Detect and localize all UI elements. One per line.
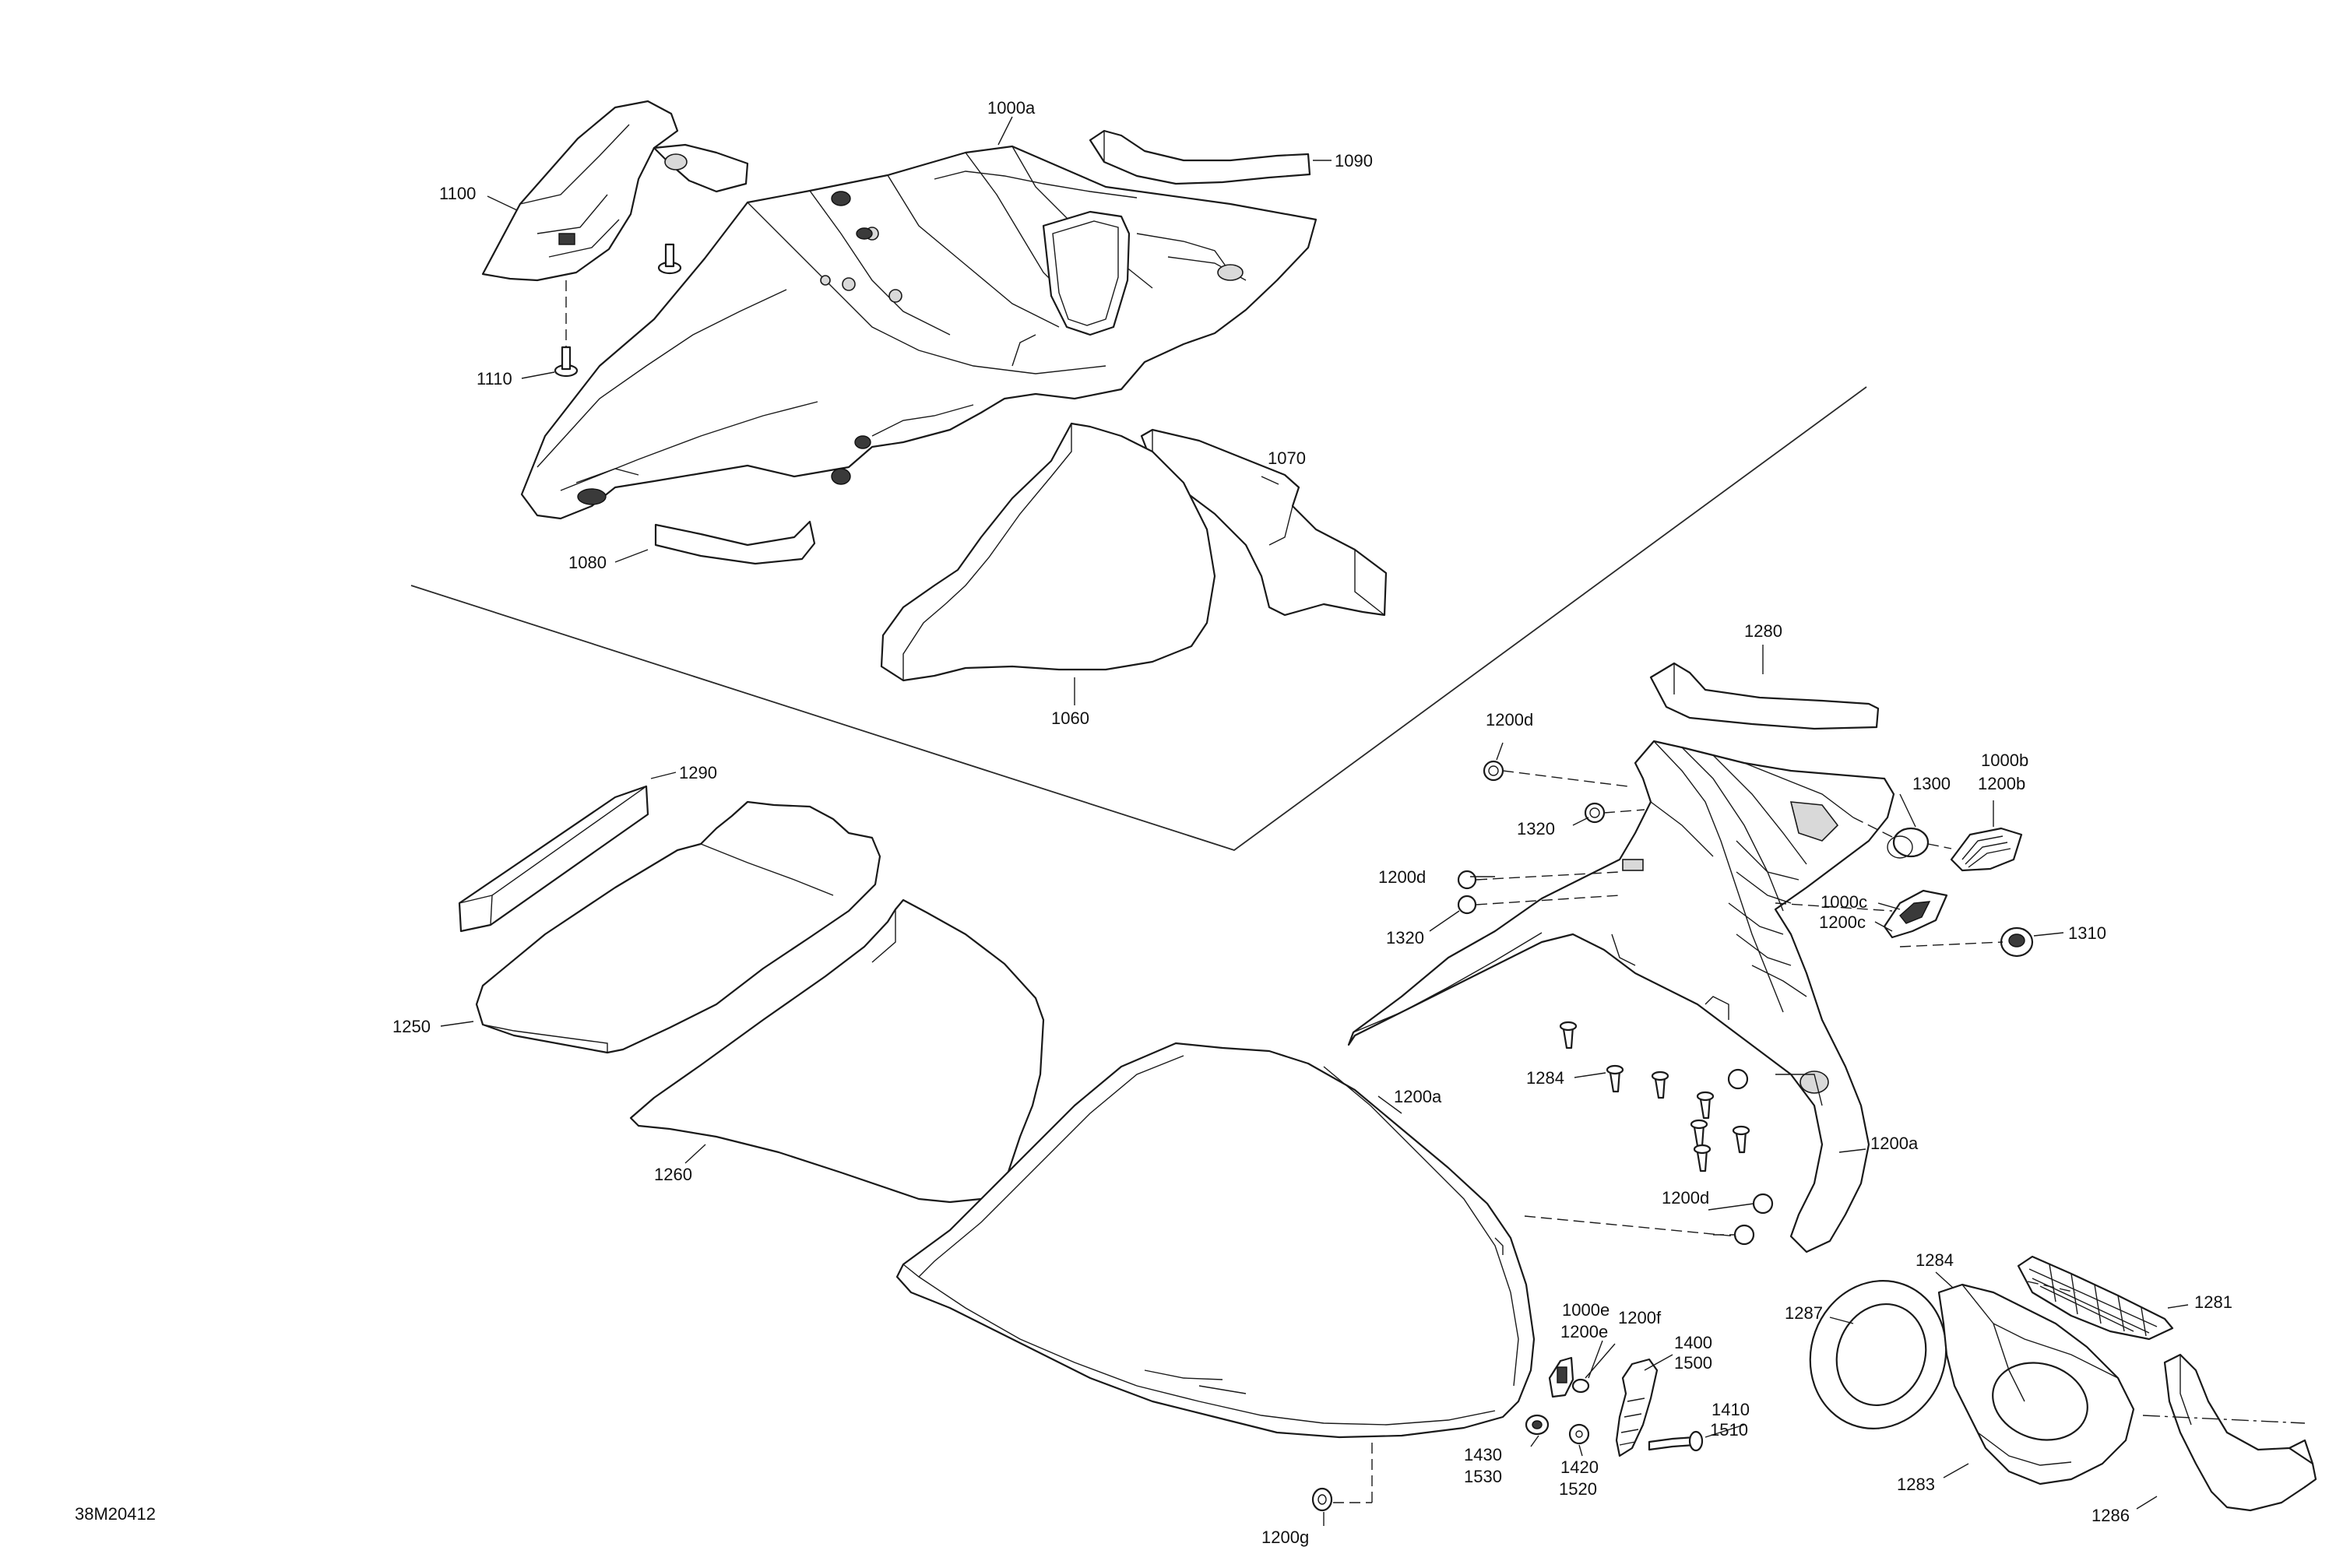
fasteners-1200d-1320 xyxy=(1457,760,1774,1246)
part-1090-strip xyxy=(1089,129,1311,185)
part-screw-upper xyxy=(657,243,682,275)
callout-1510: 1510 xyxy=(1710,1420,1748,1440)
part-1430-nut xyxy=(1525,1414,1550,1436)
callout-1430: 1430 xyxy=(1464,1445,1502,1464)
callout-1090: 1090 xyxy=(1335,151,1373,171)
callout-1250: 1250 xyxy=(392,1017,431,1036)
drawing-number: 38M20412 xyxy=(75,1504,156,1524)
part-1000b-vent xyxy=(1950,827,2023,872)
callout-1000e: 1000e xyxy=(1562,1300,1610,1320)
callout-1060: 1060 xyxy=(1051,708,1089,728)
part-1310-knob xyxy=(2000,926,2034,958)
callout-1200b: 1200b xyxy=(1978,774,2025,793)
callout-1283: 1283 xyxy=(1897,1475,1935,1494)
part-1200g-washer xyxy=(1311,1487,1333,1512)
callout-1281: 1281 xyxy=(2194,1292,2232,1312)
part-1300-button xyxy=(1887,827,1930,859)
callout-1200d-top: 1200d xyxy=(1486,710,1533,730)
callout-1290: 1290 xyxy=(679,763,717,782)
part-1260-panel xyxy=(629,898,1045,1204)
callout-1080: 1080 xyxy=(568,553,607,572)
callout-1260: 1260 xyxy=(654,1165,692,1184)
callout-1200d-mid: 1200d xyxy=(1378,867,1426,887)
callout-1400: 1400 xyxy=(1674,1333,1712,1352)
callout-1000b: 1000b xyxy=(1981,751,2028,770)
part-1080-strip xyxy=(654,520,816,565)
part-1070-trim xyxy=(1140,428,1388,617)
callout-1100: 1100 xyxy=(439,184,476,203)
part-1000a-upper-body xyxy=(520,145,1318,520)
part-1290-foam-block xyxy=(458,785,649,933)
callout-1284-left: 1284 xyxy=(1526,1068,1564,1088)
section-plane xyxy=(410,386,1867,851)
part-1100-bracket xyxy=(481,100,749,282)
callout-1300: 1300 xyxy=(1912,774,1951,793)
callout-1200a-lower: 1200a xyxy=(1394,1087,1442,1106)
callout-1200f: 1200f xyxy=(1618,1308,1662,1327)
part-1281-grille xyxy=(2017,1255,2174,1341)
part-1200a-lower-panel xyxy=(895,1042,1536,1439)
part-1000c-vent xyxy=(1883,889,1948,939)
callout-1070: 1070 xyxy=(1268,448,1306,468)
callout-1284-right: 1284 xyxy=(1916,1250,1954,1270)
callout-labels: 1000a 1090 1100 1110 1070 1080 1060 1280… xyxy=(392,98,2232,1547)
callout-1200e: 1200e xyxy=(1560,1322,1608,1341)
callout-1310: 1310 xyxy=(2068,923,2106,943)
callout-1200d-low: 1200d xyxy=(1662,1188,1709,1208)
part-1200a-side-panel-right xyxy=(1347,740,1895,1253)
part-1287-ring xyxy=(1809,1280,1947,1429)
callout-1410: 1410 xyxy=(1712,1400,1750,1419)
callout-1287: 1287 xyxy=(1785,1303,1823,1323)
part-1250-panel xyxy=(475,800,881,1054)
screws-1284 xyxy=(1559,1021,1750,1172)
part-1410-bolt xyxy=(1648,1430,1704,1452)
callout-1200c: 1200c xyxy=(1819,912,1866,932)
callout-1500: 1500 xyxy=(1674,1353,1712,1373)
part-1110-screw xyxy=(554,346,579,378)
part-1283-shroud xyxy=(1937,1283,2135,1485)
callout-1320-mid: 1320 xyxy=(1386,928,1424,947)
callout-1110: 1110 xyxy=(477,369,512,388)
part-1060-panel xyxy=(880,422,1216,682)
part-1420-washer xyxy=(1568,1423,1590,1445)
part-1280-strip xyxy=(1649,662,1880,730)
leader-lines xyxy=(440,116,2306,1526)
callout-1200a-right: 1200a xyxy=(1870,1134,1919,1153)
part-1400-hinge xyxy=(1615,1358,1659,1457)
callout-1320-top: 1320 xyxy=(1517,819,1555,838)
callout-1200g: 1200g xyxy=(1261,1528,1309,1547)
callout-1000a: 1000a xyxy=(987,98,1036,118)
part-1000e-clip xyxy=(1548,1356,1574,1398)
callout-1420: 1420 xyxy=(1560,1457,1599,1477)
part-1286-duct xyxy=(2163,1353,2317,1512)
callout-1530: 1530 xyxy=(1464,1467,1502,1486)
part-1200f-fastener xyxy=(1571,1378,1590,1394)
callout-1000c: 1000c xyxy=(1821,892,1867,912)
callout-1520: 1520 xyxy=(1559,1479,1597,1499)
callout-1286: 1286 xyxy=(2091,1506,2130,1525)
callout-1280: 1280 xyxy=(1744,621,1782,641)
